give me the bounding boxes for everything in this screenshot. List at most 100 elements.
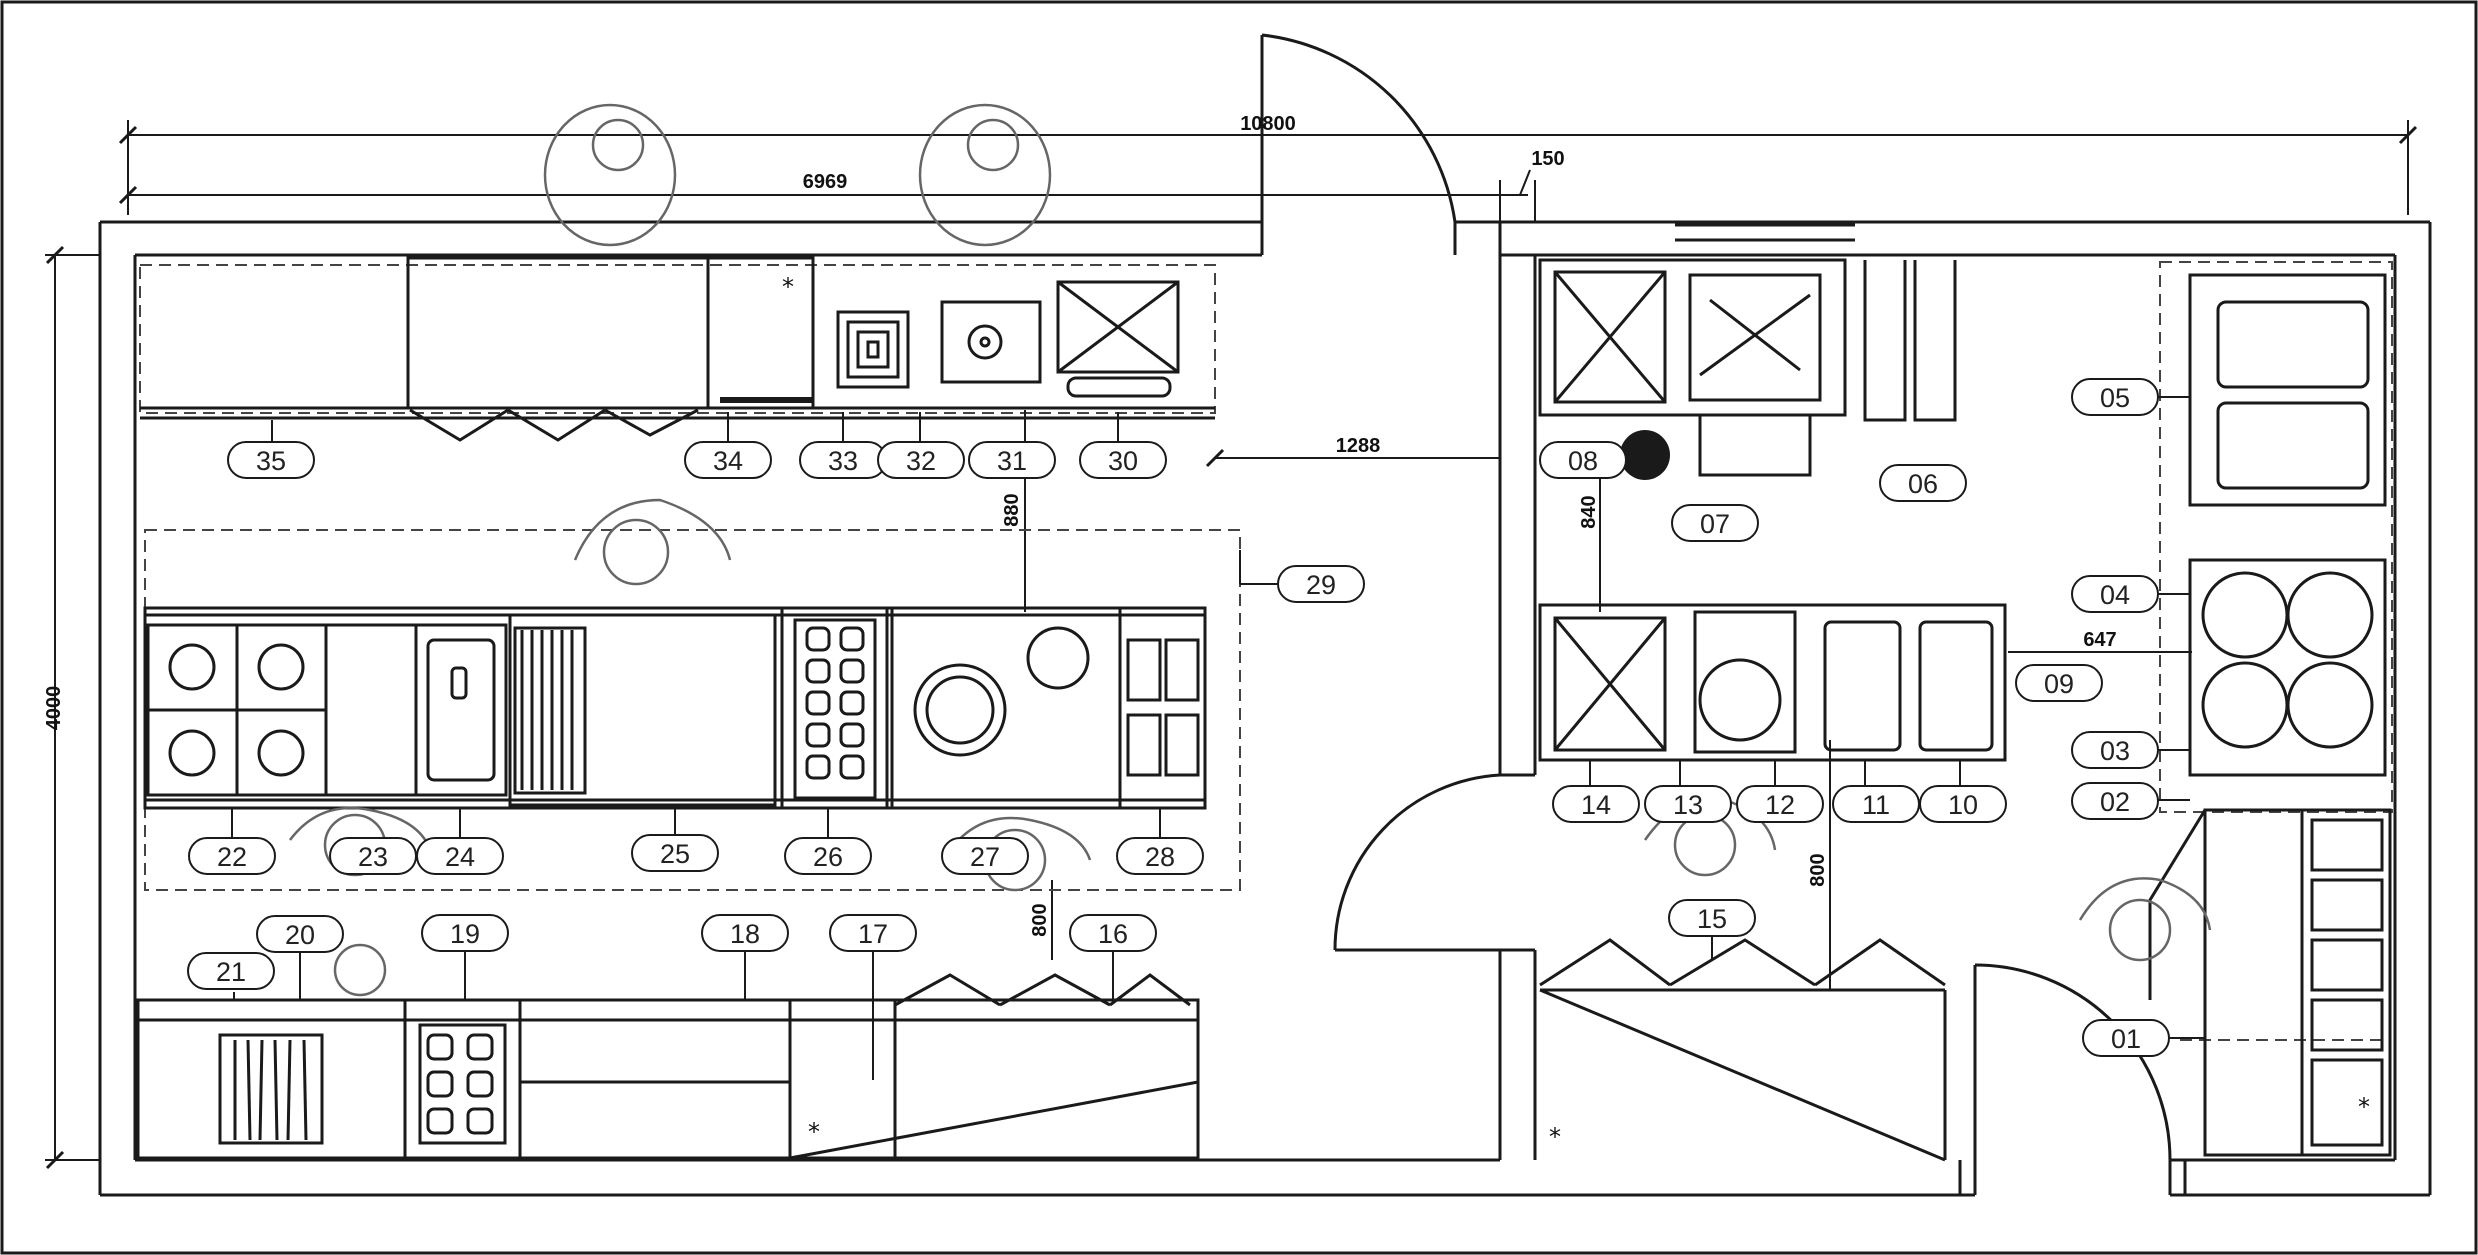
star-marker: *: [1549, 1123, 1561, 1151]
tag-27: 27: [941, 837, 1029, 875]
tag-19: 19: [421, 914, 509, 952]
tag-31: 31: [968, 441, 1056, 479]
tag-20: 20: [256, 915, 344, 953]
tag-32: 32: [877, 441, 965, 479]
tag-15: 15: [1668, 899, 1756, 937]
tag-label: 33: [828, 446, 858, 476]
dimension-ticks: [45, 125, 2418, 1170]
tag-label: 07: [1700, 509, 1730, 539]
top-counter-run: [140, 256, 1215, 442]
wash-area-upper: [1538, 258, 1957, 477]
tag-label: 23: [358, 842, 388, 872]
tag-label: 31: [997, 446, 1027, 476]
doors: [1260, 33, 2172, 1161]
tag-16: 16: [1069, 914, 1157, 952]
cold-room-bottom: [1539, 938, 1947, 1162]
tag-label: 19: [450, 919, 480, 949]
tag-29: 29: [1277, 565, 1365, 603]
dimension-left-width: 6969: [803, 171, 848, 193]
tag-label: 11: [1862, 790, 1890, 820]
dimension-wall-gap: 150: [1531, 148, 1564, 170]
tag-13: 13: [1644, 785, 1732, 823]
dimension-horizontal-e: 647: [2083, 629, 2116, 651]
wash-area-lower: [1538, 603, 2007, 762]
tag-label: 32: [906, 446, 936, 476]
tag-label: 24: [445, 842, 475, 872]
tag-label: 04: [2100, 580, 2130, 610]
tag-18: 18: [701, 914, 789, 952]
tag-08: 08: [1539, 441, 1627, 479]
tag-01: 01: [2082, 1019, 2170, 1057]
tag-35: 35: [227, 441, 315, 479]
tag-label: 06: [1908, 469, 1938, 499]
tag-14: 14: [1552, 785, 1640, 823]
tag-28: 28: [1116, 837, 1204, 875]
tag-24: 24: [416, 837, 504, 875]
tag-label: 16: [1098, 919, 1128, 949]
tag-label: 21: [216, 957, 246, 987]
tag-26: 26: [784, 837, 872, 875]
tag-label: 28: [1145, 842, 1175, 872]
tag-21: 21: [187, 952, 275, 990]
induction-hobs: [805, 626, 865, 780]
cooking-line-right: [2148, 273, 2392, 1157]
tag-label: 35: [256, 446, 286, 476]
tag-label: 34: [713, 446, 743, 476]
tag-22: 22: [188, 837, 276, 875]
dimension-height: 4000: [43, 686, 65, 731]
bottom-counter-run: [136, 973, 1200, 1160]
tag-label: 29: [1306, 570, 1336, 600]
tag-label: 12: [1765, 790, 1795, 820]
tag-label: 08: [1568, 446, 1598, 476]
tag-label: 27: [970, 842, 1000, 872]
dimension-aisle-clearance: 1288: [1336, 435, 1381, 457]
dimension-vertical-c: 800: [1807, 853, 1829, 886]
tag-label: 05: [2100, 383, 2130, 413]
dimension-overall-width: 10800: [1240, 113, 1296, 135]
dimension-lines: [45, 120, 2409, 1161]
tag-label: 20: [285, 920, 315, 950]
tag-label: 22: [217, 842, 247, 872]
walls: [98, 220, 2432, 1197]
tag-17: 17: [829, 914, 917, 952]
tag-label: 17: [858, 919, 888, 949]
tag-33: 33: [799, 441, 887, 479]
tag-label: 10: [1948, 790, 1978, 820]
tag-label: 09: [2044, 669, 2074, 699]
tag-04: 04: [2071, 575, 2159, 613]
tag-09: 09: [2015, 664, 2103, 702]
dimension-vertical-a: 840: [1578, 495, 1600, 528]
tag-03: 03: [2071, 731, 2159, 769]
tag-12: 12: [1736, 785, 1824, 823]
dimension-vertical-b: 880: [1001, 493, 1023, 526]
tag-label: 02: [2100, 787, 2130, 817]
strip-curtain-21: [233, 1039, 308, 1141]
dark-bin-icon: [1620, 430, 1670, 480]
tag-label: 01: [2111, 1024, 2141, 1054]
star-marker: *: [808, 1118, 820, 1146]
tag-05: 05: [2071, 378, 2159, 416]
tag-07: 07: [1671, 504, 1759, 542]
tag-11: 11: [1832, 785, 1920, 823]
tag-30: 30: [1079, 441, 1167, 479]
tag-label: 18: [730, 919, 760, 949]
tag-label: 30: [1108, 446, 1138, 476]
equipment-tags: 35 34 33 32 31 30 29 22 23 24 25 26 27 2…: [187, 378, 2170, 1057]
dimension-vertical-d: 800: [1029, 903, 1051, 936]
tag-10: 10: [1919, 785, 2007, 823]
tag-02: 02: [2071, 782, 2159, 820]
tag-label: 14: [1581, 790, 1611, 820]
tag-label: 13: [1673, 790, 1703, 820]
hob-19: [426, 1033, 494, 1135]
tag-label: 03: [2100, 736, 2130, 766]
tag-leaders: [231, 396, 2205, 1080]
tag-06: 06: [1879, 464, 1967, 502]
star-marker: *: [2358, 1093, 2370, 1121]
star-marker: *: [782, 273, 794, 301]
center-island: [143, 606, 1207, 810]
tag-label: 26: [813, 842, 843, 872]
tag-25: 25: [631, 834, 719, 872]
tag-label: 15: [1697, 904, 1727, 934]
